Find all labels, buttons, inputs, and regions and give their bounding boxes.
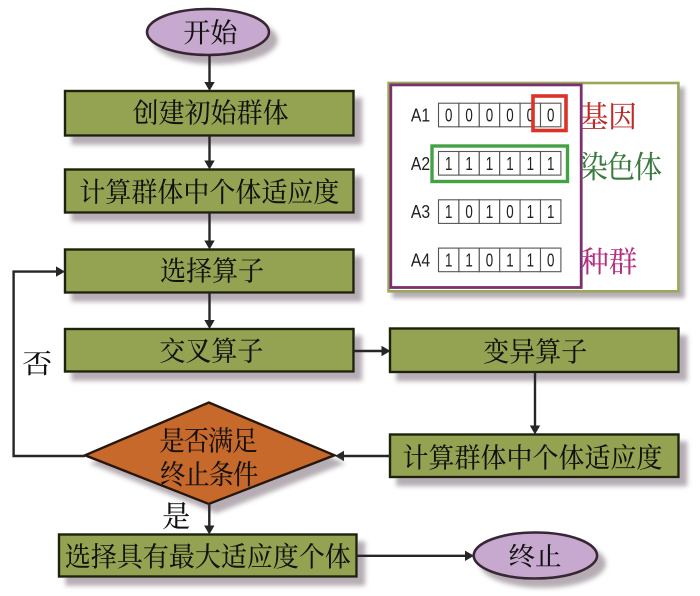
svg-text:1: 1 bbox=[465, 250, 472, 271]
svg-text:1: 1 bbox=[445, 154, 452, 175]
svg-text:1: 1 bbox=[486, 154, 493, 175]
svg-text:1: 1 bbox=[527, 250, 534, 271]
svg-text:A4: A4 bbox=[411, 249, 431, 271]
svg-text:0: 0 bbox=[506, 202, 513, 223]
svg-text:A1: A1 bbox=[411, 104, 430, 126]
svg-text:1: 1 bbox=[527, 154, 534, 175]
svg-text:1: 1 bbox=[465, 154, 472, 175]
svg-text:1: 1 bbox=[486, 202, 493, 223]
svg-text:1: 1 bbox=[547, 202, 554, 223]
svg-text:1: 1 bbox=[445, 202, 452, 223]
svg-text:0: 0 bbox=[445, 106, 452, 127]
svg-text:A3: A3 bbox=[411, 201, 430, 223]
svg-text:0: 0 bbox=[506, 106, 513, 127]
svg-text:1: 1 bbox=[506, 154, 513, 175]
svg-text:0: 0 bbox=[527, 106, 534, 127]
svg-text:1: 1 bbox=[527, 202, 534, 223]
svg-text:0: 0 bbox=[465, 106, 472, 127]
svg-text:1: 1 bbox=[547, 154, 554, 175]
svg-text:0: 0 bbox=[465, 202, 472, 223]
svg-text:1: 1 bbox=[445, 250, 452, 271]
svg-text:0: 0 bbox=[486, 106, 493, 127]
svg-text:0: 0 bbox=[547, 250, 554, 271]
svg-text:0: 0 bbox=[486, 250, 493, 271]
svg-text:1: 1 bbox=[506, 250, 513, 271]
svg-text:A2: A2 bbox=[411, 153, 430, 175]
svg-text:0: 0 bbox=[547, 106, 554, 127]
